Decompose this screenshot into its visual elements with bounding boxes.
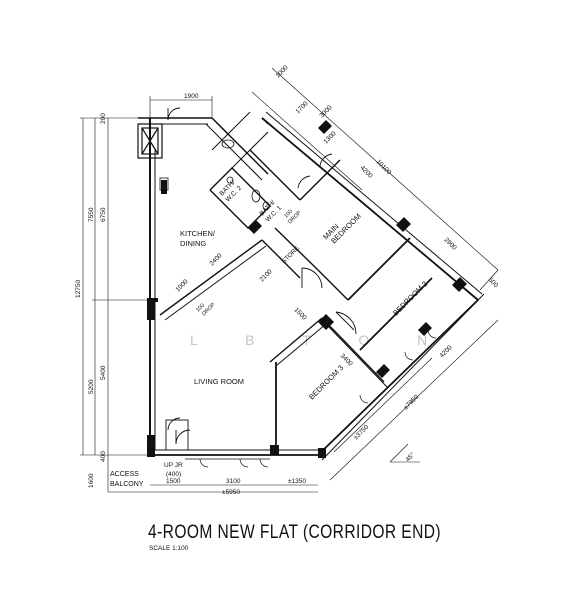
dim-2400: 2400 — [208, 252, 223, 267]
upjr-label-1: UP JR — [164, 462, 183, 469]
dim-left-5200: 5200 — [88, 379, 95, 394]
service-shaft — [137, 123, 163, 159]
dim-left-12750: 12750 — [75, 280, 82, 298]
access-balcony-label-2: BALCONY — [110, 481, 144, 488]
dim-left-400: 400 — [100, 451, 107, 462]
plan-title: 4-ROOM NEW FLAT (CORRIDOR END) — [148, 522, 442, 543]
living-room-label: LIVING ROOM — [194, 377, 244, 386]
store-label: STORE — [280, 244, 301, 265]
drop-label-2a: 100 — [195, 303, 206, 314]
dim-1000-inner: 1000 — [174, 278, 189, 293]
walls — [138, 111, 485, 461]
kitchen-label-2: DINING — [180, 239, 206, 248]
doors — [165, 107, 357, 451]
dim-1700: 1700 — [294, 100, 309, 115]
dim-500: 500 — [487, 276, 500, 289]
dim-1900: 1900 — [184, 93, 199, 100]
wall-columns — [147, 120, 467, 458]
dim-left-7550: 7550 — [88, 207, 95, 222]
drop-label-1a: 100 — [283, 209, 294, 220]
dim-2900: 2900 — [443, 236, 458, 251]
dim-left-6750: 6750 — [100, 207, 107, 222]
watermark: L B T O N — [190, 332, 449, 348]
bedroom2-label: BEDROOM 2 — [391, 279, 429, 317]
fixtures — [159, 139, 270, 211]
dim-1500: 1500 — [166, 478, 181, 485]
dimension-lines — [80, 67, 499, 493]
dim-3000: 3000 — [318, 104, 333, 119]
dim-left-1600: 1600 — [88, 473, 95, 488]
access-balcony-label-1: ACCESS — [110, 471, 139, 478]
dim-1500-inner: 1500 — [293, 306, 308, 321]
dimension-labels: 1900 200 6750 7550 12750 5400 5200 400 1… — [75, 64, 499, 496]
plan-scale: SCALE 1:100 — [149, 545, 189, 552]
dim-4200a: 4200 — [359, 164, 374, 179]
drop-label-2b: DROP — [201, 302, 217, 318]
dim-left-5400: 5400 — [100, 365, 107, 380]
angle-45: 45° — [404, 451, 417, 464]
dim-1350: ±1350 — [288, 478, 306, 485]
windows — [185, 329, 437, 468]
upjr-label-2: (400) — [166, 471, 181, 478]
dim-5950: ±5950 — [222, 489, 240, 496]
dim-2100: 2100 — [258, 268, 273, 283]
dim-3100: 3100 — [226, 478, 241, 485]
bedroom3-label: BEDROOM 3 — [307, 363, 345, 401]
kitchen-label-1: KITCHEN/ — [180, 229, 216, 238]
dim-left-200: 200 — [100, 113, 107, 124]
